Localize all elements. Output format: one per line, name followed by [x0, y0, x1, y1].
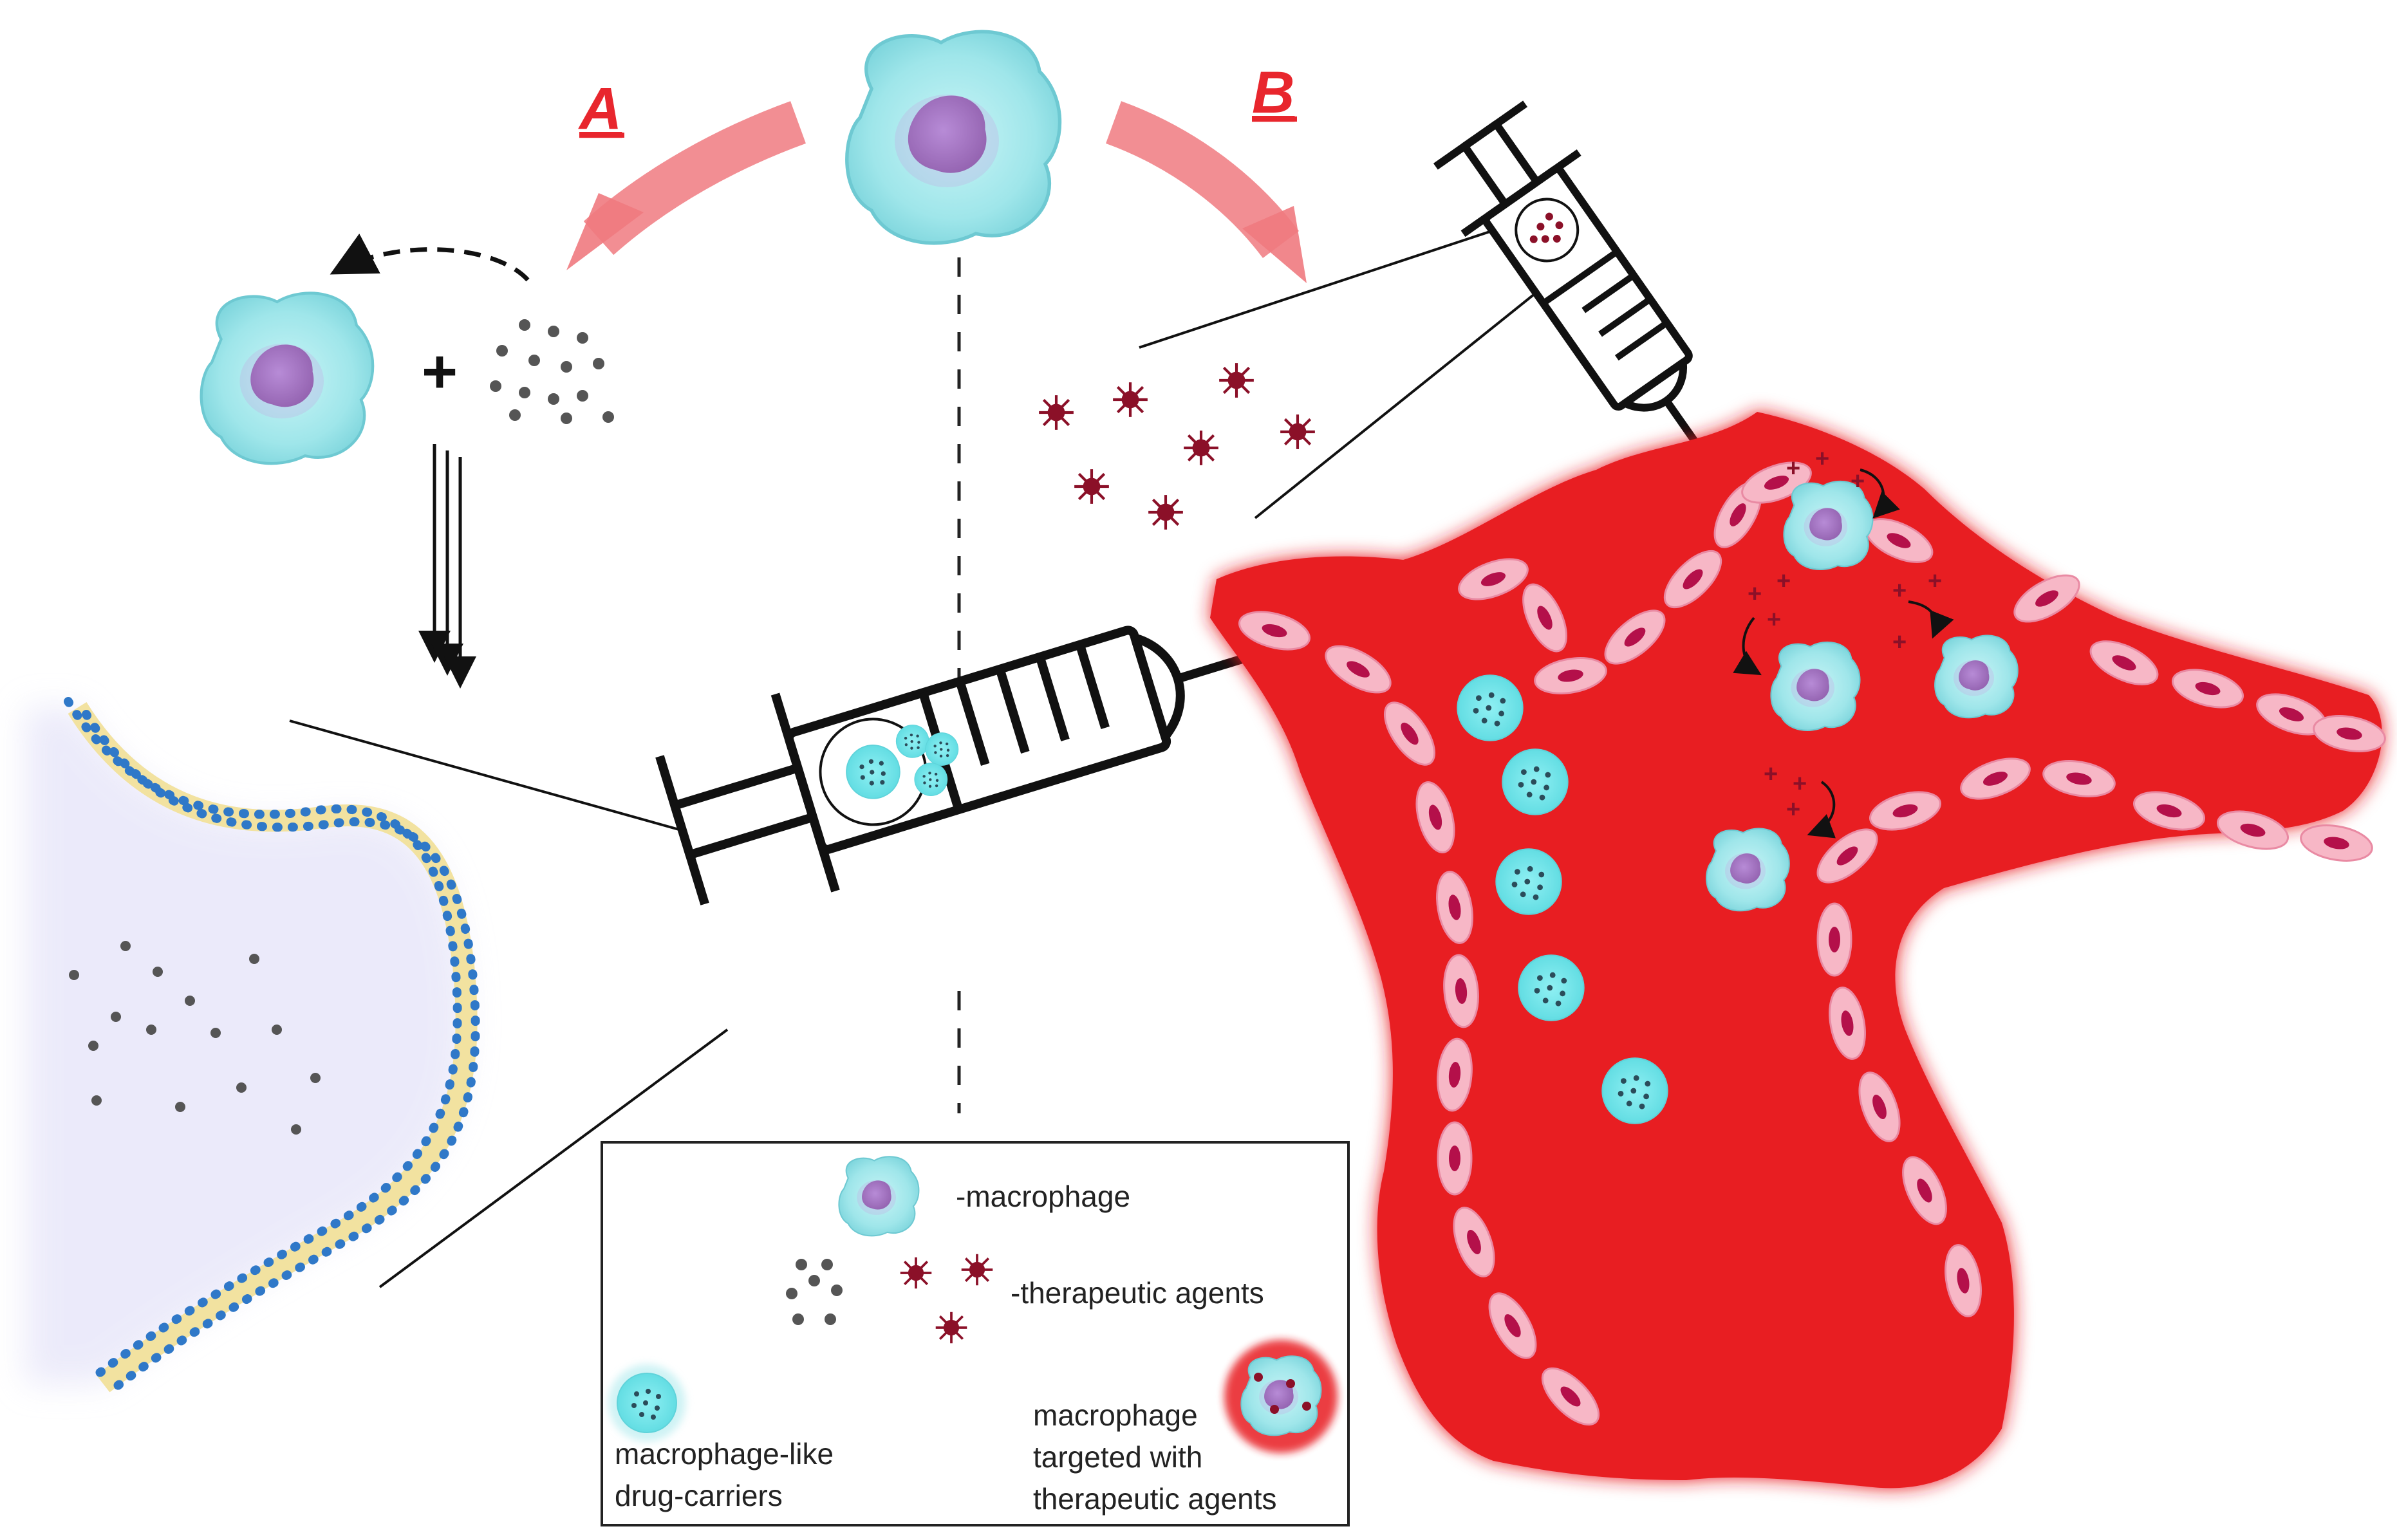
cell-membrane-icon: [26, 697, 480, 1395]
route-b-arrow: [1105, 101, 1307, 283]
svg-text:+: +: [1851, 468, 1865, 495]
targeting-arrows: [1733, 468, 1954, 839]
syringe-a-icon: [655, 624, 1343, 905]
svg-text:+: +: [1892, 577, 1907, 604]
loading-arrow: [330, 233, 530, 282]
incubation-arrows: [418, 444, 476, 689]
legend-targeted-label-1: macrophage: [1033, 1398, 1198, 1432]
plus-sign: +: [422, 337, 458, 406]
svg-text:+: +: [1786, 455, 1800, 482]
legend-carrier-icon: [608, 1364, 686, 1442]
legend-therapeutic-label: -therapeutic agents: [1011, 1276, 1264, 1310]
svg-text:+: +: [1748, 580, 1762, 608]
svg-text:+: +: [1767, 606, 1781, 633]
legend-box: -macrophage -therapeutic agents macropha…: [601, 1141, 1350, 1526]
svg-text:+: +: [1764, 761, 1778, 788]
route-a-arrow: [566, 101, 806, 270]
membrane-drug-particles: [69, 941, 321, 1135]
svg-text:+: +: [1777, 568, 1791, 595]
targeting-markers: +++ +++ +++ +++: [1748, 445, 1942, 823]
small-macrophage-icon: [201, 293, 373, 464]
legend-macrophage-icon: [838, 1156, 920, 1237]
svg-text:+: +: [1786, 796, 1800, 823]
blood-vessel-icon: [1210, 412, 2382, 1489]
legend-macrophage-label: -macrophage: [956, 1180, 1130, 1213]
legend-targeted-label-3: therapeutic agents: [1033, 1482, 1277, 1516]
central-macrophage-icon: [847, 32, 1060, 243]
legend-targeted-label-2: targeted with: [1033, 1440, 1202, 1474]
svg-text:+: +: [1928, 568, 1942, 595]
route-b-label: B: [1252, 60, 1294, 125]
drug-particles-cluster: [490, 319, 614, 424]
route-a-label: A: [578, 76, 622, 142]
legend-drug-particles-icon: [786, 1259, 843, 1325]
svg-text:+: +: [1815, 445, 1829, 472]
legend-carrier-label-2: drug-carriers: [615, 1479, 783, 1512]
svg-text:+: +: [1793, 770, 1807, 797]
svg-text:+: +: [1892, 629, 1907, 656]
legend-targeted-macrophage-icon: [1224, 1340, 1338, 1453]
legend-carrier-label-1: macrophage-like: [615, 1437, 834, 1470]
